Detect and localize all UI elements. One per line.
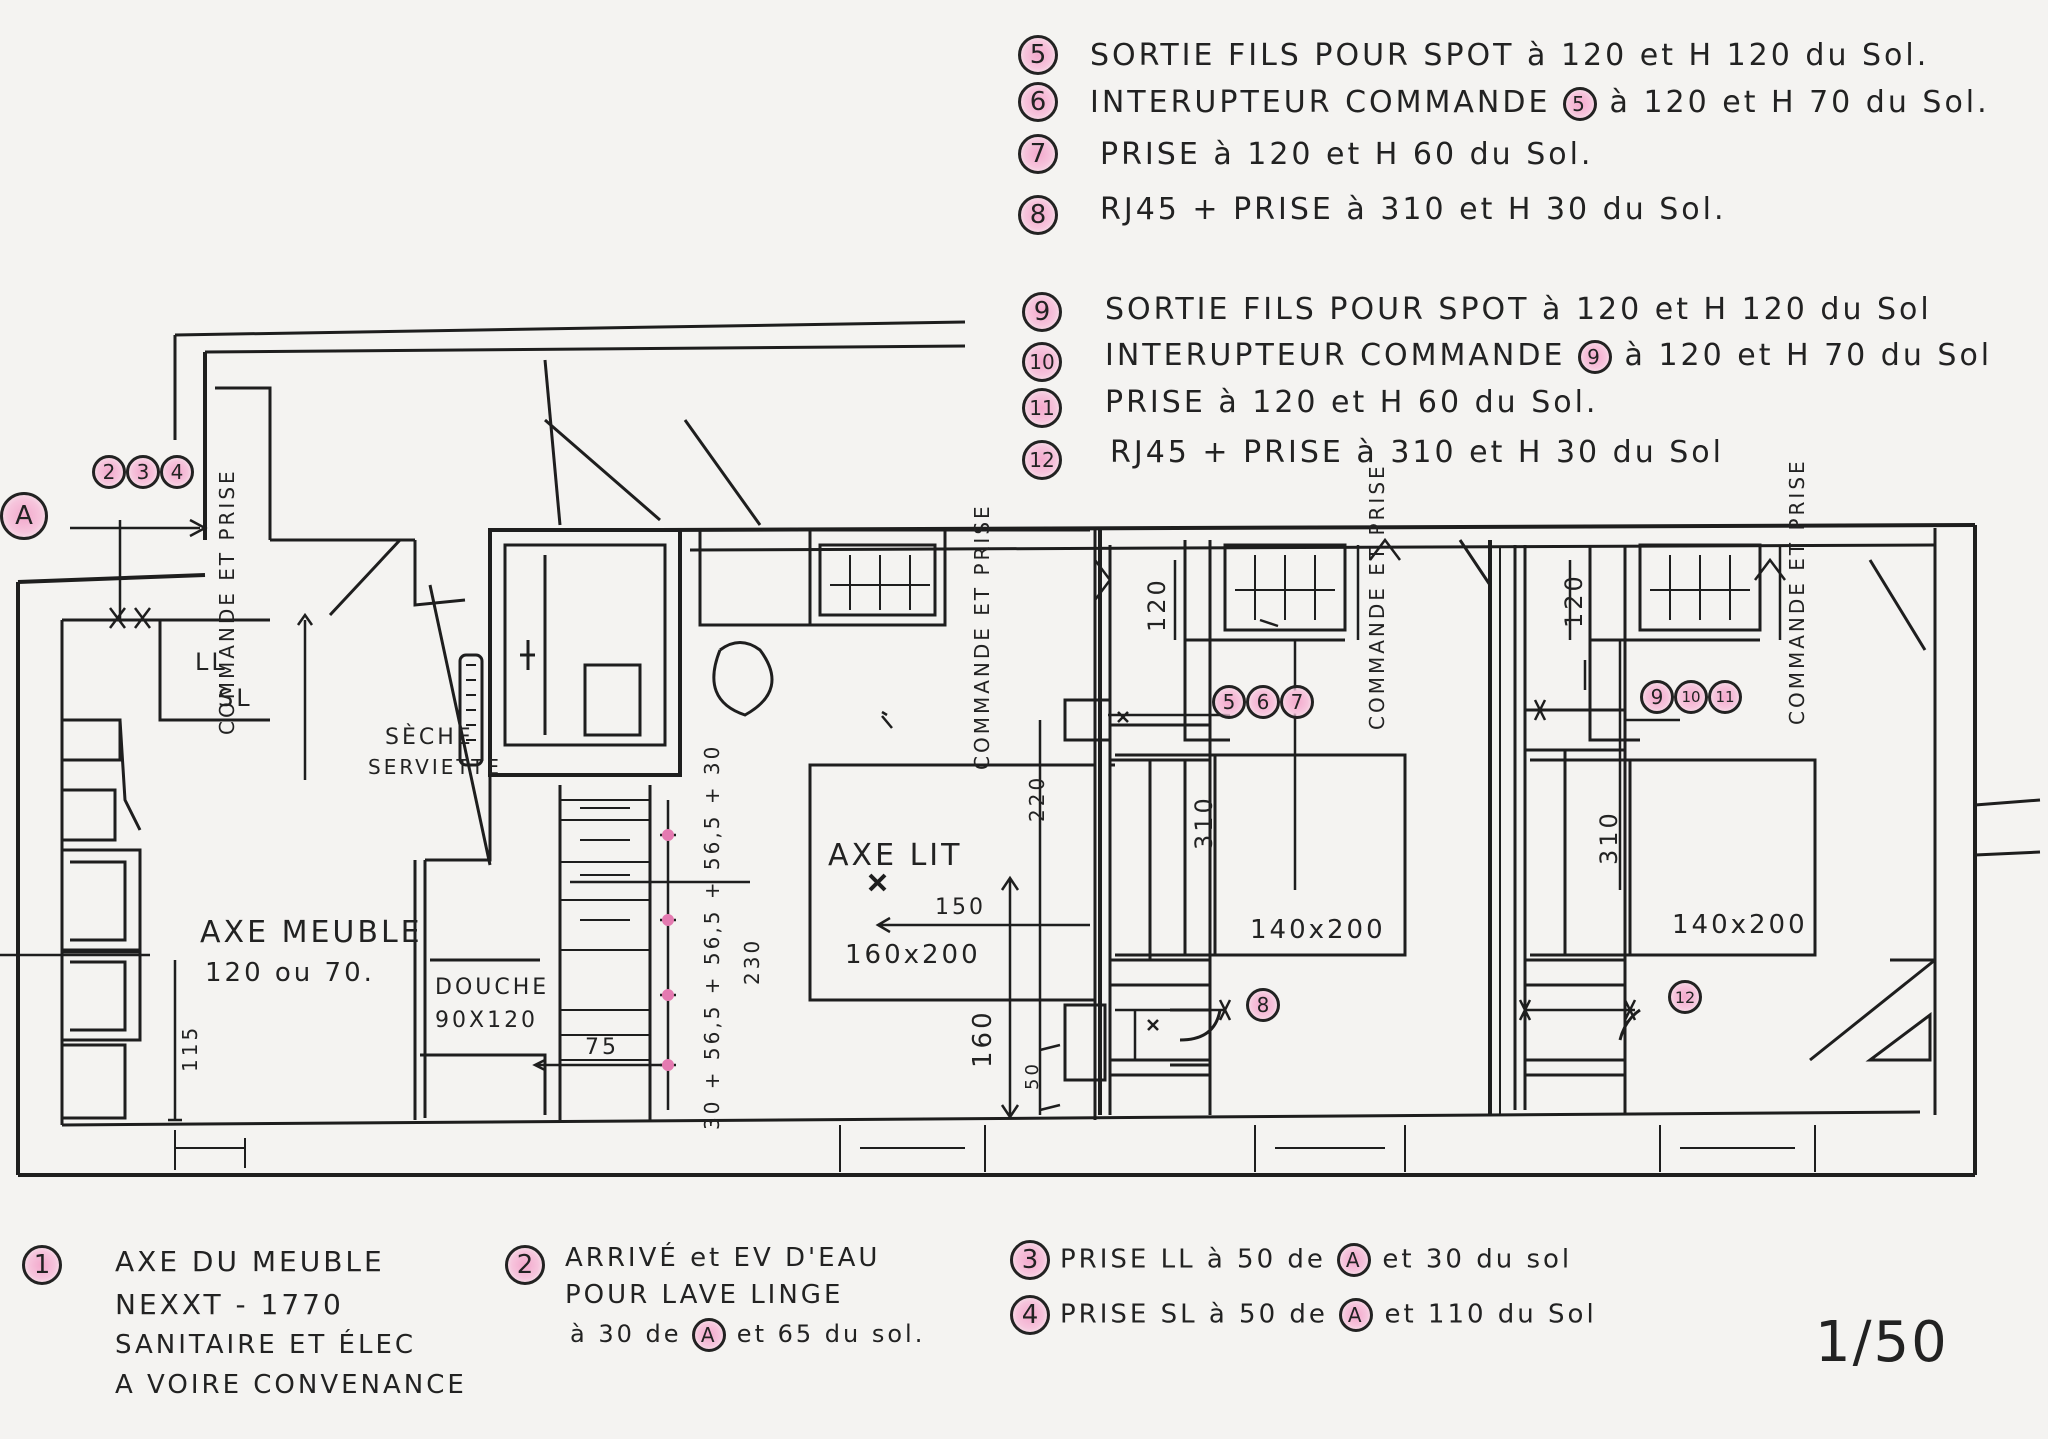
marker-3: 3 (126, 455, 160, 489)
stack-markers (662, 829, 674, 1071)
dim-310-bedroom2: 310 (1595, 810, 1623, 865)
legend-text-10-main: INTERUPTEUR COMMANDE (1105, 338, 1566, 373)
legend-number-7: 7 (1018, 134, 1058, 174)
dim-120-bedroom2: 120 (1560, 573, 1588, 628)
legend-4-ref-a: A (1339, 1298, 1374, 1332)
legend-number-3: 3 (1010, 1240, 1050, 1280)
legend-1-line-4: A VOIRE CONVENANCE (115, 1370, 467, 1400)
ll-label: LL (195, 648, 228, 676)
legend-4-main: PRISE SL à 50 de (1060, 1299, 1328, 1330)
marker-10: 10 (1674, 680, 1708, 714)
cluster-marker-234: 2 3 4 (92, 455, 194, 489)
legend-ref-9: 9 (1577, 339, 1612, 374)
dim-160: 160 (968, 1009, 998, 1068)
axe-lit-label: AXE LIT (828, 838, 963, 873)
legend-text-5: SORTIE FILS POUR SPOT à 120 et H 120 du … (1090, 38, 1930, 73)
legend-number-6: 6 (1018, 82, 1058, 122)
marker-6: 6 (1246, 685, 1280, 719)
axe-meuble-label: AXE MEUBLE (200, 915, 423, 950)
legend-number-8: 8 (1018, 195, 1058, 235)
legend-4-text: PRISE SL à 50 de A et 110 du Sol (1060, 1298, 1597, 1332)
legend-2-line-2: POUR LAVE LINGE (565, 1280, 844, 1310)
legend-text-6: INTERUPTEUR COMMANDE 5 à 120 et H 70 du … (1090, 85, 1990, 121)
marker-4: 4 (160, 455, 194, 489)
legend-number-1: 1 (22, 1245, 62, 1285)
dim-150: 150 (935, 895, 986, 920)
marker-9: 9 (1640, 680, 1674, 714)
legend-1-line-1: AXE DU MEUBLE (115, 1245, 385, 1278)
legend-4-tail: et 110 du Sol (1384, 1299, 1597, 1330)
seche-serviette-label-1: SÈCHE (385, 725, 474, 750)
dim-230: 230 (740, 937, 764, 985)
legend-text-8: RJ45 + PRISE à 310 et H 30 du Sol. (1100, 192, 1727, 227)
legend-2-line-3-tail: et 65 du sol. (736, 1320, 926, 1348)
ref-point-a: A (0, 492, 48, 540)
cluster-marker-91011: 9 10 11 (1640, 680, 1742, 714)
bed-140x200-b: 140x200 (1672, 910, 1808, 940)
dim-115: 115 (178, 1024, 202, 1072)
axe-meuble-height: 120 ou 70. (205, 958, 375, 988)
marker-8: 8 (1246, 988, 1280, 1022)
marker-5: 5 (1212, 685, 1246, 719)
bed-160x200: 160x200 (845, 940, 981, 970)
commande-prise-label-4: COMMANDE ET PRISE (1785, 458, 1809, 725)
cluster-marker-567: 5 6 7 (1212, 685, 1314, 719)
legend-text-12: RJ45 + PRISE à 310 et H 30 du Sol (1110, 435, 1724, 470)
marker-12: 12 (1668, 980, 1702, 1014)
commande-prise-label-1: COMMANDE ET PRISE (215, 468, 239, 735)
legend-number-5: 5 (1018, 35, 1058, 75)
legend-number-11: 11 (1022, 388, 1062, 428)
legend-text-11: PRISE à 120 et H 60 du Sol. (1105, 385, 1599, 420)
legend-2-line-3: à 30 de A et 65 du sol. (570, 1318, 925, 1352)
legend-1-line-3: SANITAIRE ET ÉLEC (115, 1330, 417, 1360)
legend-number-9: 9 (1022, 292, 1062, 332)
legend-3-tail: et 30 du sol (1382, 1244, 1573, 1275)
legend-text-10: INTERUPTEUR COMMANDE 9 à 120 et H 70 du … (1105, 338, 1992, 374)
legend-ref-5: 5 (1562, 86, 1597, 121)
dim-310-bedroom1: 310 (1190, 795, 1218, 850)
legend-3-ref-a: A (1337, 1243, 1372, 1277)
legend-number-10: 10 (1022, 342, 1062, 382)
legend-3-text: PRISE LL à 50 de A et 30 du sol (1060, 1243, 1572, 1277)
bed-140x200-a: 140x200 (1250, 915, 1386, 945)
seche-serviette-label-2: SERVIETTE (368, 755, 503, 779)
marker-7: 7 (1280, 685, 1314, 719)
legend-text-7: PRISE à 120 et H 60 du Sol. (1100, 137, 1594, 172)
scale-label: 1/50 (1815, 1310, 1949, 1375)
legend-number-2: 2 (505, 1245, 545, 1285)
legend-3-main: PRISE LL à 50 de (1060, 1244, 1326, 1275)
dim-50: 50 (1022, 1061, 1043, 1090)
legend-text-9: SORTIE FILS POUR SPOT à 120 et H 120 du … (1105, 292, 1932, 327)
legend-2-ref-a: A (692, 1318, 727, 1352)
commande-prise-label-2: COMMANDE ET PRISE (970, 503, 994, 770)
legend-number-12: 12 (1022, 440, 1062, 480)
legend-2-line-1: ARRIVÉ et EV D'EAU (565, 1243, 881, 1273)
douche-label: DOUCHE (435, 975, 550, 1000)
legend-text-10-tail: à 120 et H 70 du Sol (1624, 338, 1993, 373)
legend-text-6-main: INTERUPTEUR COMMANDE (1090, 85, 1551, 120)
legend-number-4: 4 (1010, 1295, 1050, 1335)
legend-text-6-tail: à 120 et H 70 du Sol. (1609, 85, 1990, 120)
commande-prise-label-3: COMMANDE ET PRISE (1365, 463, 1389, 730)
stack-dimensions: 30 + 56,5 + 56,5 + 56,5 + 30 (700, 743, 724, 1130)
dim-220: 220 (1025, 774, 1049, 822)
sl-label: SL (218, 684, 253, 712)
dim-75: 75 (585, 1035, 619, 1060)
dim-120-bedroom1: 120 (1143, 577, 1171, 632)
legend-2-line-3-main: à 30 de (570, 1320, 682, 1348)
marker-2: 2 (92, 455, 126, 489)
douche-size: 90X120 (435, 1008, 539, 1033)
dimension-lines (0, 518, 1786, 1122)
legend-1-line-2: NEXXT - 1770 (115, 1288, 344, 1321)
marker-11: 11 (1708, 680, 1742, 714)
